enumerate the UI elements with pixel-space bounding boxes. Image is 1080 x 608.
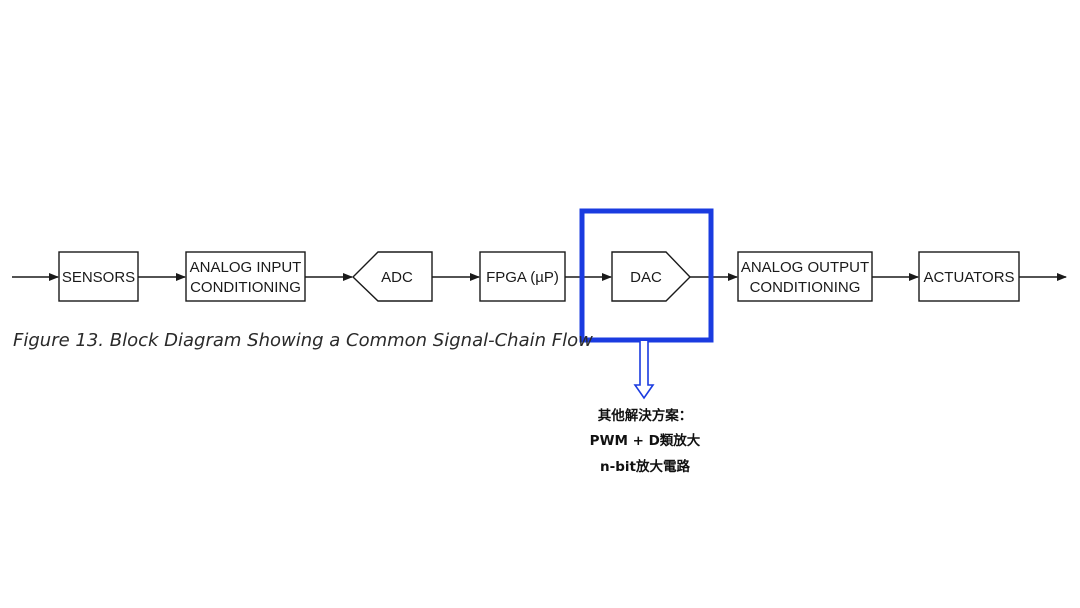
analog-input-box <box>185 251 306 302</box>
dac-shape <box>611 251 691 302</box>
dac-highlight-frame <box>579 208 714 343</box>
fpga-box <box>479 251 566 302</box>
adc-shape <box>351 251 433 302</box>
actuators-label: ACTUATORS <box>923 269 1014 286</box>
down-arrow-icon <box>633 341 655 400</box>
actuators-box <box>918 251 1020 302</box>
sensors-box <box>58 251 139 302</box>
block-sensors: SENSORS <box>58 251 139 302</box>
dac-label: DAC <box>630 269 662 286</box>
block-analog-input-conditioning: ANALOG INPUT CONDITIONING <box>185 251 306 302</box>
block-dac: DAC <box>611 251 691 302</box>
note-line-3: n-bit放大電路 <box>600 458 690 475</box>
block-fpga: FPGA (µP) <box>479 251 566 302</box>
adc-label: ADC <box>381 269 413 286</box>
note-line-1: 其他解決方案： <box>598 407 693 424</box>
analog-input-label-line1: ANALOG INPUT <box>190 259 302 276</box>
fpga-label: FPGA (µP) <box>486 269 559 286</box>
note-line-2: PWM + D類放大 <box>590 432 701 449</box>
block-actuators: ACTUATORS <box>918 251 1020 302</box>
analog-output-label-line1: ANALOG OUTPUT <box>741 259 869 276</box>
figure-caption: Figure 13. Block Diagram Showing a Commo… <box>13 330 593 351</box>
analog-output-label-line2: CONDITIONING <box>750 279 861 296</box>
analog-output-box <box>737 251 873 302</box>
analog-input-label-line2: CONDITIONING <box>190 279 301 296</box>
block-adc: ADC <box>351 251 433 302</box>
sensors-label: SENSORS <box>62 269 135 286</box>
block-analog-output-conditioning: ANALOG OUTPUT CONDITIONING <box>737 251 873 302</box>
